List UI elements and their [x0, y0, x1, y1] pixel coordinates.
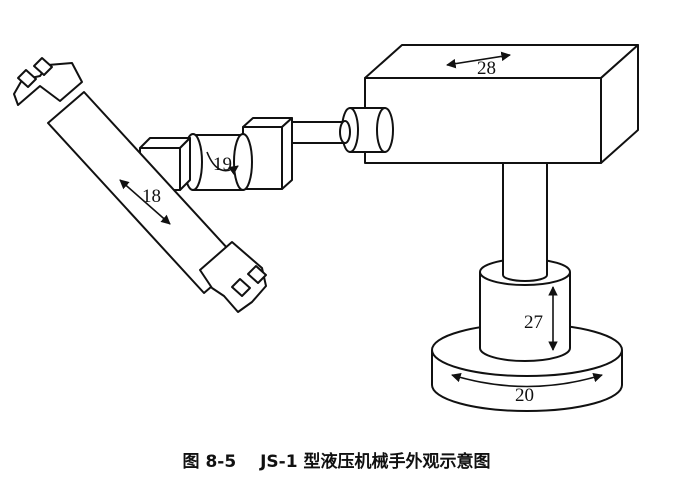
figure-number: 图 8-5 — [182, 452, 237, 472]
column-lift-label: 27 — [524, 312, 543, 333]
wrist-rotation-arrow — [206, 151, 239, 175]
arm-extension-arrow — [446, 51, 511, 69]
wrist-rotation-label: 19 — [213, 154, 232, 175]
figure-caption: 图 8-5 JS-1 型液压机械手外观示意图 — [0, 447, 673, 472]
base-rotation-label: 20 — [515, 385, 534, 406]
gripper-travel-arrow — [119, 179, 171, 225]
vertical-column — [502, 139, 548, 282]
wrist-rotation-cylinder — [183, 133, 253, 191]
gripper-travel-label: 18 — [142, 186, 161, 207]
arm-extension-label: 28 — [477, 58, 496, 79]
base-rotation-arrow — [451, 372, 603, 388]
figure-title: JS-1 型液压机械手外观示意图 — [260, 452, 491, 472]
arm-housing — [364, 44, 639, 164]
extension-rod — [284, 120, 351, 144]
